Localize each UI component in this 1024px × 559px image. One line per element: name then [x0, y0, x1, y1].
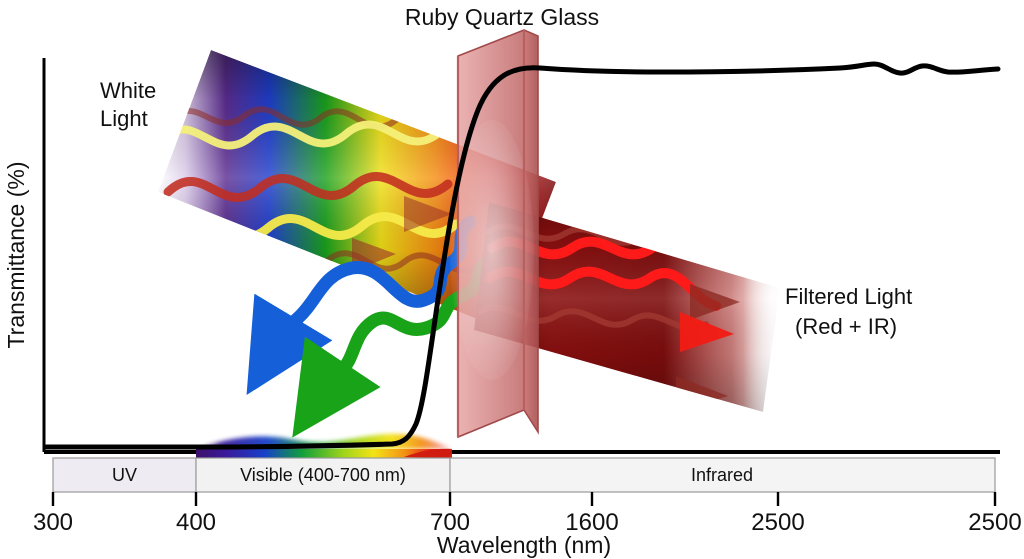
- band-visible[interactable]: [195, 457, 451, 493]
- ruby-quartz-glass-panel: [450, 29, 539, 439]
- filtered-light-label-line2: (Red + IR): [795, 314, 897, 339]
- x-axis-label: Wavelength (nm): [437, 532, 611, 558]
- filtered-light-label-line1: Filtered Light: [785, 284, 912, 309]
- page-title: Ruby Quartz Glass: [405, 4, 599, 30]
- x-tick-300: 300: [33, 509, 73, 536]
- band-infrared-label: Infrared: [691, 465, 753, 485]
- x-axis-ticks: 300 400 700 1600 2500 2500: [33, 492, 1022, 536]
- x-tick-1600: 1600: [565, 509, 618, 536]
- band-uv[interactable]: [52, 457, 197, 493]
- spectral-band-legend: UV Visible (400-700 nm) Infrared: [52, 457, 996, 493]
- band-visible-label: Visible (400-700 nm): [240, 465, 406, 485]
- x-tick-700: 700: [430, 509, 470, 536]
- spectrum-strip: [196, 449, 450, 458]
- curve-path: [43, 61, 1001, 450]
- white-light-label-line2: Light: [100, 106, 148, 131]
- glass-highlight: [450, 120, 534, 380]
- spectrum-red-tail: [404, 448, 452, 458]
- band-uv-label: UV: [112, 465, 137, 485]
- x-tick-2500b: 2500: [968, 509, 1021, 536]
- y-axis-label: Transmittance (%): [3, 161, 29, 348]
- x-tick-400: 400: [176, 509, 216, 536]
- white-light-label-line1: White: [100, 78, 156, 103]
- band-infrared[interactable]: [449, 457, 996, 493]
- x-tick-2500a: 2500: [751, 509, 804, 536]
- transmittance-curve: [43, 61, 1001, 450]
